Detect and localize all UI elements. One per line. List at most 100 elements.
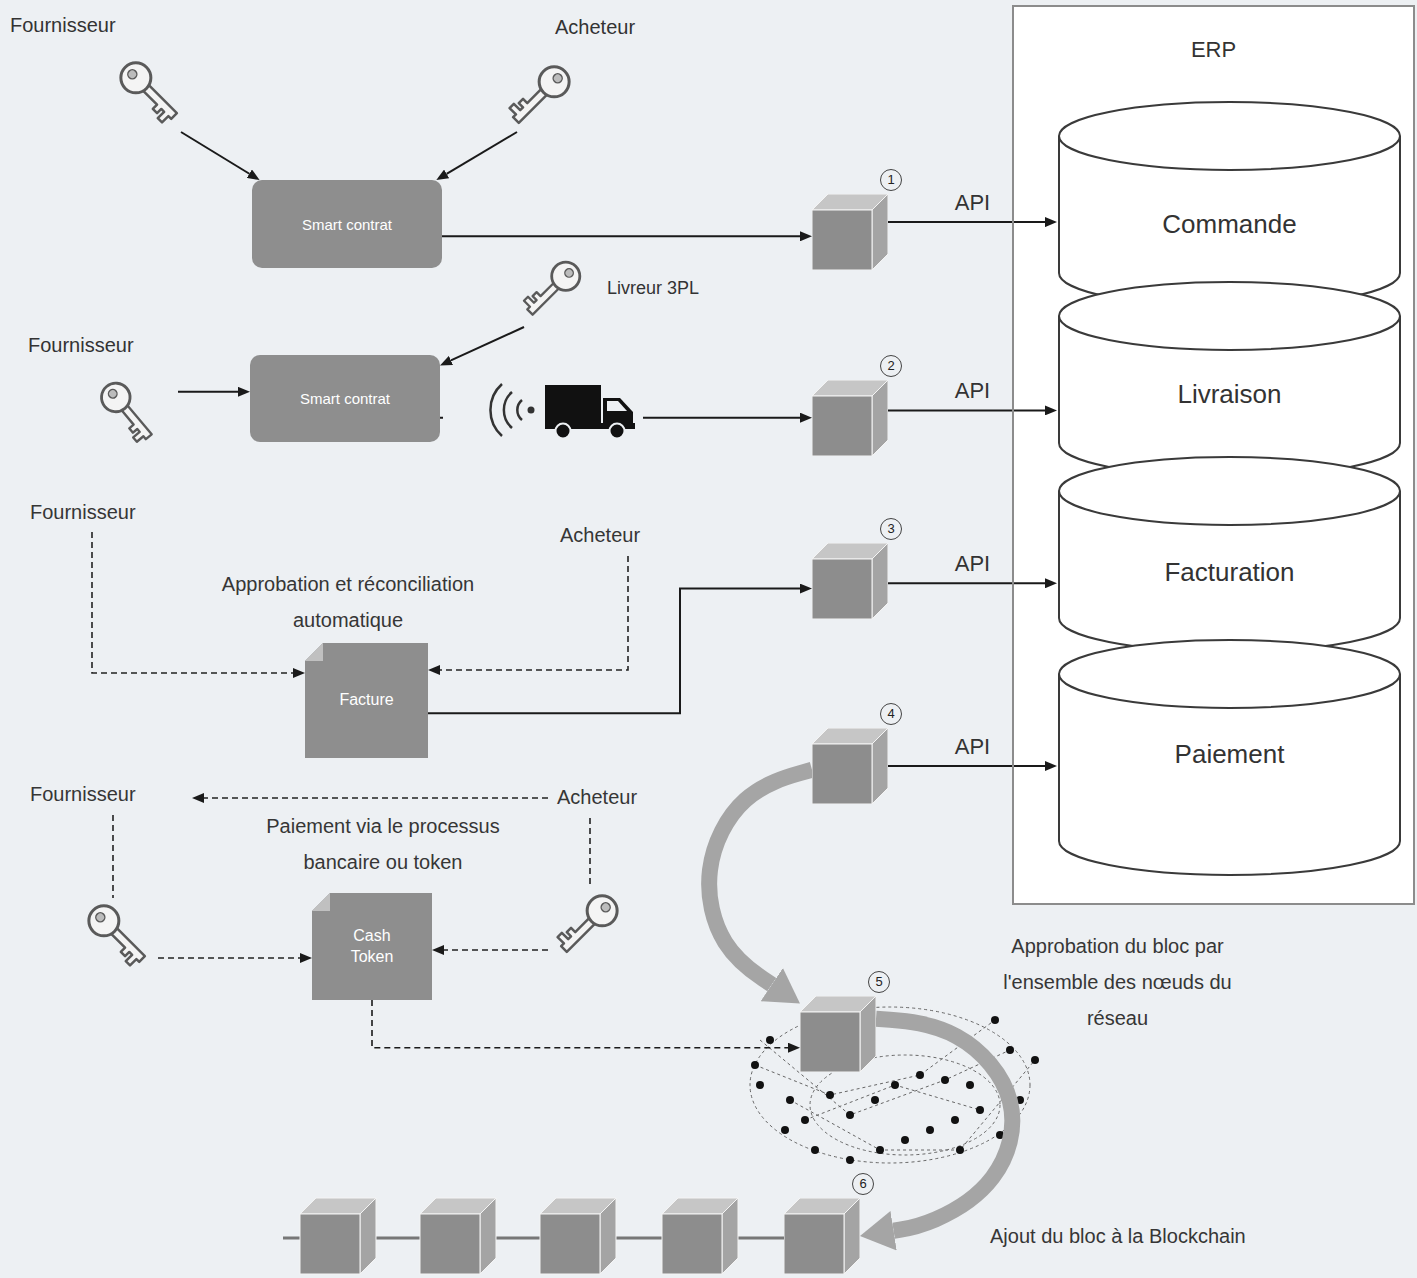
database-cylinder: Livraison bbox=[1057, 282, 1402, 477]
block-icon bbox=[812, 728, 888, 804]
cylinder-outline bbox=[1057, 102, 1402, 307]
actor-label: Fournisseur bbox=[28, 334, 134, 357]
box-label: Smart contrat bbox=[300, 390, 390, 407]
block-cube: 4 bbox=[812, 728, 888, 804]
document-body bbox=[305, 643, 428, 758]
callout-number: 3 bbox=[880, 518, 902, 540]
key-actor: Acheteur bbox=[500, 16, 670, 132]
connector bbox=[888, 221, 1045, 223]
document-label: Facture bbox=[339, 690, 393, 711]
dashed-connector bbox=[372, 1000, 788, 1048]
actor-label: Fournisseur bbox=[30, 494, 136, 530]
buyer-key-leader bbox=[589, 818, 591, 886]
actor-label: Fournisseur bbox=[10, 14, 116, 37]
smart-contract-box: Smart contrat bbox=[252, 180, 442, 268]
connector bbox=[888, 765, 1045, 767]
callout-number: 5 bbox=[868, 971, 890, 993]
network-links bbox=[755, 1020, 1035, 1150]
actor-label: Acheteur bbox=[555, 16, 635, 39]
chain-block bbox=[300, 1198, 376, 1274]
database-cylinder: Paiement bbox=[1057, 640, 1402, 875]
wireless-dot bbox=[528, 407, 535, 414]
key-symbol bbox=[520, 256, 586, 322]
blockchain-chain bbox=[283, 1198, 784, 1274]
buyer-token-leader bbox=[444, 949, 548, 951]
connector-label: API bbox=[955, 551, 990, 577]
truck-symbol bbox=[545, 385, 635, 439]
chain-block bbox=[420, 1198, 496, 1274]
key-symbol bbox=[553, 890, 623, 960]
document-label: Cash Token bbox=[341, 926, 403, 968]
block-symbol bbox=[800, 996, 876, 1072]
document-body bbox=[312, 893, 432, 1000]
cylinder-top bbox=[1059, 457, 1400, 525]
table-label: Livraison bbox=[1057, 379, 1402, 409]
block-symbol bbox=[812, 728, 888, 804]
block-symbol bbox=[812, 543, 888, 619]
cylinder-outline bbox=[1057, 457, 1402, 652]
connector-label: API bbox=[955, 378, 990, 404]
block-icon bbox=[812, 380, 888, 456]
block-icon bbox=[812, 194, 888, 270]
network-ring bbox=[750, 1007, 1030, 1163]
flow-arrow bbox=[876, 1019, 1012, 1231]
key-icon bbox=[515, 252, 590, 327]
document-outline bbox=[312, 893, 432, 1000]
actor-label: Acheteur bbox=[560, 517, 640, 553]
supplier-token-leader bbox=[158, 957, 300, 959]
wireless-symbol bbox=[490, 384, 522, 436]
key-symbol bbox=[83, 900, 153, 970]
connector bbox=[888, 409, 1045, 411]
supplier-key-leader bbox=[112, 815, 114, 898]
connector-label: API bbox=[955, 190, 990, 216]
ground-patch bbox=[443, 372, 643, 446]
connector bbox=[178, 391, 238, 393]
block-cube: 5 bbox=[800, 996, 876, 1072]
flow-arrow bbox=[709, 770, 812, 985]
actor-label: Acheteur bbox=[557, 779, 637, 815]
note-label: Approbation du bloc par l'ensemble des n… bbox=[970, 928, 1265, 1036]
database-cylinder: Facturation bbox=[1057, 457, 1402, 652]
smart-contract-box: Smart contrat bbox=[250, 355, 440, 442]
database-cylinder: Commande bbox=[1057, 102, 1402, 307]
erp-panel-ground bbox=[1012, 5, 1415, 905]
key-icon bbox=[110, 52, 190, 132]
document-fold bbox=[305, 643, 323, 661]
block-symbol bbox=[812, 194, 888, 270]
network-dots bbox=[751, 1016, 1039, 1164]
block-icon bbox=[784, 1198, 860, 1274]
key-symbol bbox=[115, 57, 185, 127]
chain-block bbox=[662, 1198, 738, 1274]
callout-number: 4 bbox=[880, 703, 902, 725]
connector bbox=[888, 582, 1045, 584]
block-symbol bbox=[812, 380, 888, 456]
key-actor: Livreur 3PL bbox=[515, 252, 740, 327]
actor-label: Livreur 3PL bbox=[607, 278, 699, 299]
payment-arrow bbox=[204, 797, 548, 799]
erp-container: ERPCommandeLivraisonFacturationPaiement bbox=[1012, 5, 1415, 905]
document-box: Facture bbox=[305, 643, 428, 758]
box-label: Smart contrat bbox=[302, 216, 392, 233]
connector bbox=[451, 327, 524, 360]
callout-number: 6 bbox=[852, 1173, 874, 1195]
cylinder-top bbox=[1059, 282, 1400, 350]
key-actor: Fournisseur bbox=[28, 334, 178, 452]
callout-number: 2 bbox=[880, 355, 902, 377]
chain-block bbox=[540, 1198, 616, 1274]
cylinder-top bbox=[1059, 102, 1400, 170]
table-label: Paiement bbox=[1057, 739, 1402, 769]
key-icon bbox=[90, 374, 166, 450]
callout-number: 1 bbox=[880, 169, 902, 191]
actor-label: Fournisseur bbox=[30, 776, 136, 812]
key-symbol bbox=[96, 377, 160, 446]
key-icon bbox=[500, 56, 580, 136]
cylinder-top bbox=[1059, 640, 1400, 708]
note-label: Approbation et réconciliation automatiqu… bbox=[198, 566, 498, 638]
note-label: Paiement via le processus bancaire ou to… bbox=[233, 808, 533, 880]
actor-label: Ajout du bloc à la Blockchain bbox=[990, 1218, 1246, 1254]
block-cube: 6 bbox=[784, 1198, 860, 1274]
table-label: Commande bbox=[1057, 209, 1402, 239]
connector-label: API bbox=[955, 734, 990, 760]
block-cube: 2 bbox=[812, 380, 888, 456]
block-symbol bbox=[784, 1198, 860, 1274]
